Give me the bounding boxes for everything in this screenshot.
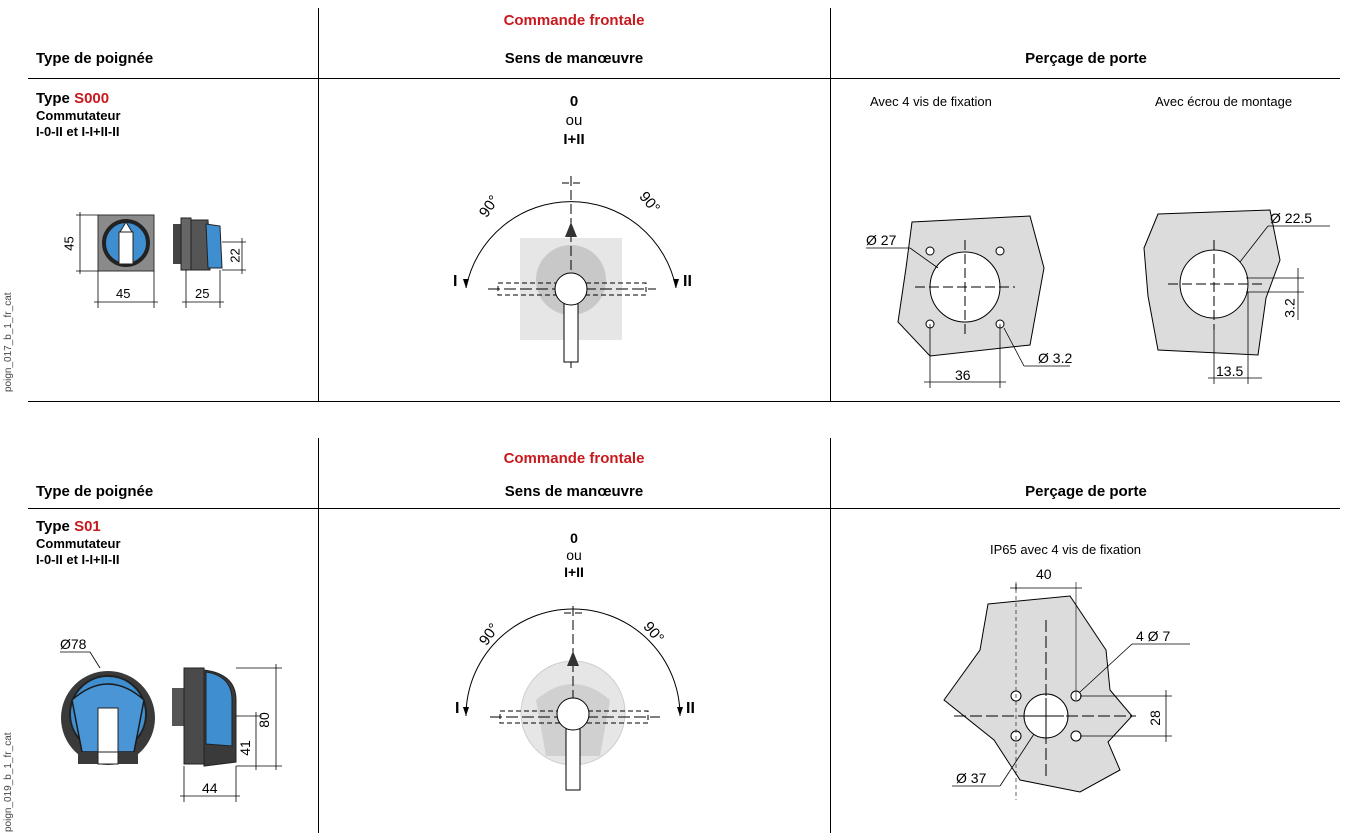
or-label: ou (566, 547, 582, 563)
drill-left-diam: Ø 27 (866, 232, 897, 248)
rotation-diagram (463, 606, 683, 791)
type-prefix: Type (36, 518, 75, 535)
col-drilling-header: Perçage de porte (1025, 483, 1147, 500)
col-direction-header: Sens de manœuvre (504, 483, 644, 500)
pos-both: I+II (563, 131, 585, 148)
direction-labels: 0 ou I+II (524, 92, 624, 149)
drill-left-hole: Ø 3.2 (1038, 350, 1073, 366)
drill-vspacing: 28 (1146, 710, 1163, 726)
drill-caption-right: Avec écrou de montage (1155, 94, 1293, 109)
drill-right-diam: Ø 22.5 (1270, 210, 1313, 226)
col-direction-header: Sens de manœuvre (504, 50, 644, 67)
dim-depth: 44 (202, 780, 218, 796)
pos-left: I (455, 700, 460, 717)
type-line1: Commutateur (36, 536, 121, 551)
type-line2: I-0-II et I-I+II-II (36, 124, 120, 139)
type-block: Type S01 Commutateur I-0-II et I-I+II-II (36, 518, 121, 568)
dim-depth: 25 (195, 286, 210, 301)
section-bottom-rule (28, 401, 1340, 402)
drill-right-h: 13.5 (1216, 363, 1244, 379)
front-control-label: Commande frontale (503, 450, 645, 467)
front-control-label: Commande frontale (503, 12, 645, 29)
column-divider (318, 8, 319, 401)
column-divider (830, 8, 831, 401)
type-code: S01 (74, 518, 101, 535)
direction-labels: 0 ou I+II (524, 530, 624, 581)
type-block: Type S000 Commutateur I-0-II et I-I+II-I… (36, 90, 121, 140)
col-drilling-header: Perçage de porte (1025, 50, 1147, 67)
type-code: S000 (74, 90, 110, 107)
pos-both: I+II (564, 564, 584, 580)
type-line1: Commutateur (36, 108, 121, 123)
drill-spacing: 40 (1036, 566, 1052, 582)
column-divider (318, 438, 319, 833)
drilling-s000-drawing (866, 209, 1330, 388)
drill-left-spacing: 36 (955, 367, 971, 383)
pos-right: II (683, 273, 692, 290)
type-line2: I-0-II et I-I+II-II (36, 552, 120, 567)
drill-diam: Ø 37 (956, 770, 987, 786)
drill-caption: IP65 avec 4 vis de fixation (990, 542, 1142, 557)
type-prefix: Type (36, 90, 75, 107)
handle-s000-drawing (76, 212, 246, 308)
col-handle-type-header: Type de poignée (36, 50, 154, 67)
pos-left: I (453, 273, 458, 290)
pos-zero: 0 (569, 93, 579, 110)
col-handle-type-header: Type de poignée (36, 483, 154, 500)
dim-diam: Ø78 (60, 636, 87, 652)
dim-width: 45 (116, 286, 131, 301)
rotation-diagram (463, 176, 679, 370)
pos-zero: 0 (570, 530, 578, 546)
or-label: ou (565, 112, 583, 129)
column-divider (830, 438, 831, 833)
pos-right: II (686, 700, 695, 717)
drill-holes: 4 Ø 7 (1136, 628, 1171, 644)
header-rule (28, 78, 1340, 79)
handle-s01-drawing (60, 651, 282, 802)
header-rule (28, 508, 1340, 509)
drill-caption-left: Avec 4 vis de fixation (870, 94, 992, 109)
